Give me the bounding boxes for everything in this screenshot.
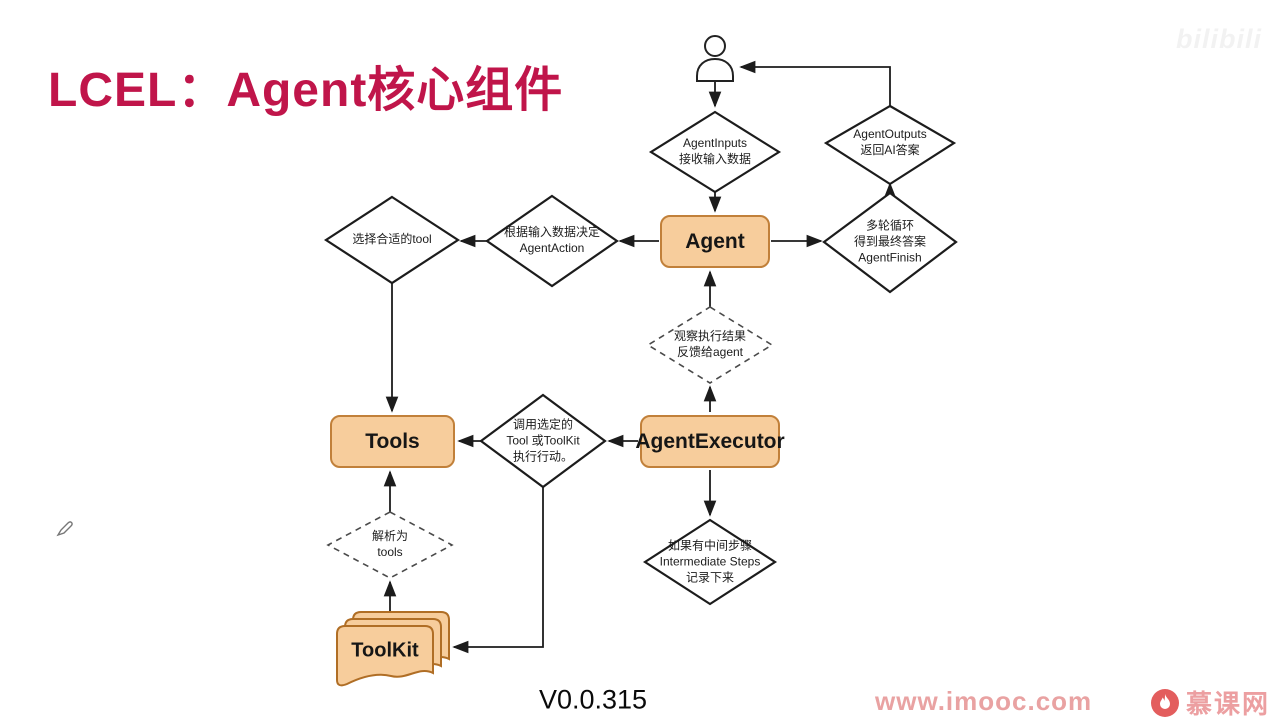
diamond-invoke-tool — [479, 393, 607, 489]
connector-invoke-to-toolkit — [452, 487, 544, 654]
decision-diamonds — [323, 104, 958, 606]
diamond-parse-tools — [326, 511, 454, 579]
imooc-flame-icon — [1151, 688, 1179, 717]
node-agent: Agent — [660, 215, 770, 268]
node-tools: Tools — [330, 415, 455, 468]
imooc-brand: 慕课网 — [1150, 684, 1270, 720]
dashed-diamonds — [326, 306, 774, 579]
node-toolkit-label: ToolKit — [351, 639, 419, 662]
connector-lines — [383, 60, 897, 654]
diamond-agent-action — [485, 194, 619, 288]
diamond-agent-outputs — [823, 104, 957, 186]
page-title: LCEL：Agent核心组件 — [48, 64, 564, 117]
diamond-agent-finish — [822, 191, 958, 294]
version-text: V0.0.315 — [538, 684, 648, 715]
diamond-observe-result — [646, 306, 774, 384]
connector-outputs-to-user — [739, 60, 891, 106]
diamond-choose-tool — [323, 195, 461, 285]
imooc-url-watermark: www.imooc.com — [875, 686, 1093, 716]
diamond-intermediate-steps — [642, 518, 778, 606]
diamond-agent-inputs — [648, 110, 782, 194]
node-tools-label: Tools — [365, 429, 420, 453]
pencil-cursor-icon — [56, 521, 73, 537]
user-icon — [696, 35, 734, 82]
node-agent-label: Agent — [685, 229, 745, 253]
node-agent-executor: AgentExecutor — [635, 415, 785, 468]
toolkit-shape — [336, 611, 450, 687]
bilibili-watermark: bilibili — [1176, 24, 1262, 54]
imooc-brand-text: 慕课网 — [1186, 689, 1271, 719]
node-agent-executor-label: AgentExecutor — [635, 429, 785, 453]
